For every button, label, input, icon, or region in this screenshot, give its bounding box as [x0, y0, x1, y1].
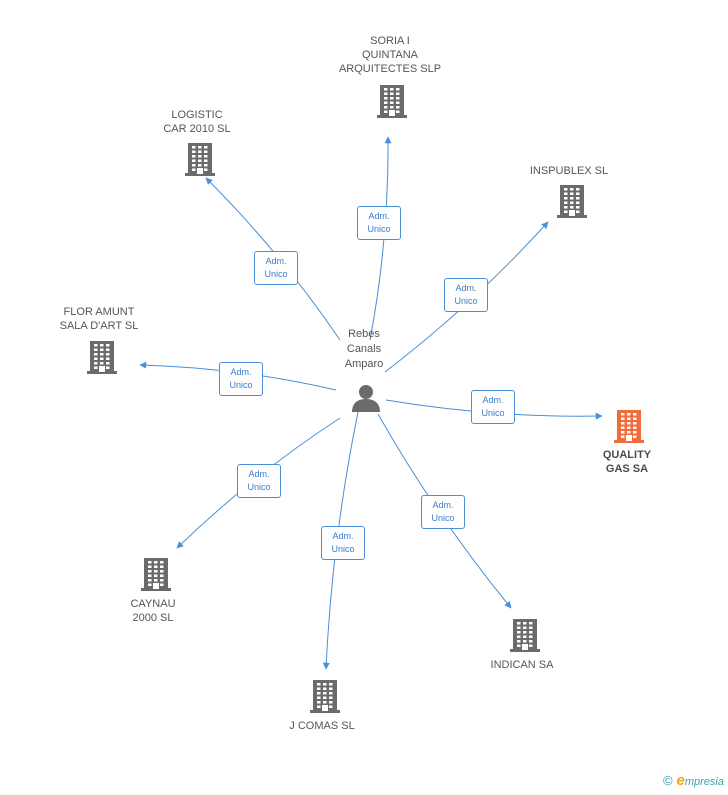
- building-icon[interactable]: [613, 409, 645, 448]
- building-icon[interactable]: [184, 142, 216, 181]
- role-text: Unico: [264, 269, 288, 279]
- role-text: Unico: [454, 296, 478, 306]
- role-badge-flor[interactable]: Adm. Unico: [219, 362, 263, 396]
- role-badge-logistic[interactable]: Adm. Unico: [254, 251, 298, 285]
- role-text: Adm.: [230, 367, 252, 377]
- role-badge-soria[interactable]: Adm. Unico: [357, 206, 401, 240]
- building-icon[interactable]: [376, 84, 408, 123]
- company-label-inspublex[interactable]: INSPUBLEX SL: [529, 165, 609, 177]
- building-icon[interactable]: [556, 184, 588, 223]
- center-person-label[interactable]: Rebes Canals Amparo: [344, 328, 384, 370]
- role-text: Adm.: [248, 469, 270, 479]
- role-text: Adm.: [265, 256, 287, 266]
- role-badge-jcomas[interactable]: Adm. Unico: [321, 526, 365, 560]
- footer-brand: © empresia: [663, 772, 724, 789]
- role-text: Adm.: [455, 283, 477, 293]
- role-text: Unico: [431, 513, 455, 523]
- company-label-indican[interactable]: INDICAN SA: [490, 659, 554, 671]
- role-badge-caynau[interactable]: Adm. Unico: [237, 464, 281, 498]
- brand-logo[interactable]: empresia: [676, 772, 724, 789]
- role-text: Unico: [367, 224, 391, 234]
- person-icon[interactable]: [351, 383, 381, 418]
- company-label-soria[interactable]: SORIA I QUINTANA ARQUITECTES SLP: [338, 35, 442, 75]
- role-text: Adm.: [368, 211, 390, 221]
- role-badge-quality[interactable]: Adm. Unico: [471, 390, 515, 424]
- company-label-flor[interactable]: FLOR AMUNT SALA D'ART SL: [59, 306, 139, 332]
- role-text: Adm.: [482, 395, 504, 405]
- company-label-caynau[interactable]: CAYNAU 2000 SL: [130, 598, 176, 624]
- role-badge-indican[interactable]: Adm. Unico: [421, 495, 465, 529]
- role-text: Unico: [481, 408, 505, 418]
- building-icon[interactable]: [309, 679, 341, 718]
- building-icon[interactable]: [86, 340, 118, 379]
- role-badge-inspublex[interactable]: Adm. Unico: [444, 278, 488, 312]
- role-text: Unico: [247, 482, 271, 492]
- role-text: Unico: [331, 544, 355, 554]
- role-text: Adm.: [332, 531, 354, 541]
- role-text: Adm.: [432, 500, 454, 510]
- company-label-jcomas[interactable]: J COMAS SL: [289, 720, 355, 732]
- copyright-icon: ©: [662, 773, 673, 788]
- building-icon[interactable]: [509, 618, 541, 657]
- company-label-logistic[interactable]: LOGISTIC CAR 2010 SL: [163, 109, 231, 135]
- company-label-quality[interactable]: QUALITY GAS SA: [602, 449, 652, 475]
- role-text: Unico: [229, 380, 253, 390]
- building-icon[interactable]: [140, 557, 172, 596]
